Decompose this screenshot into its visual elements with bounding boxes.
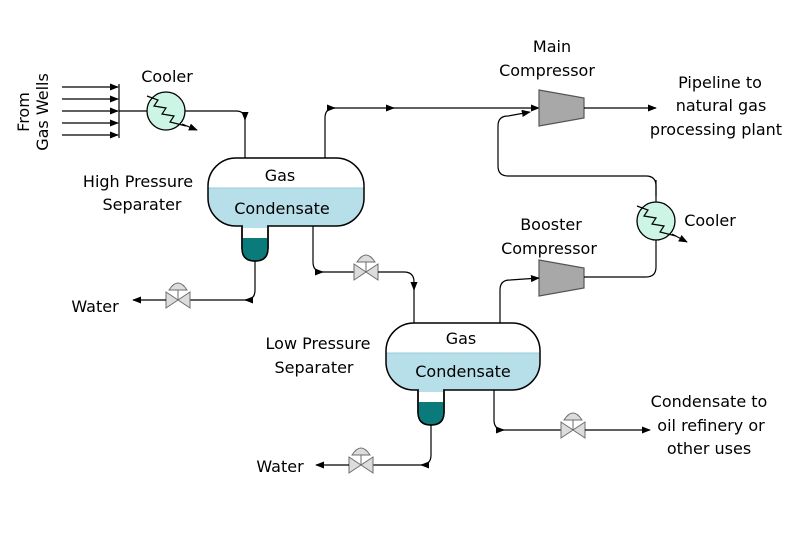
hp-separator-label-1: High Pressure	[83, 172, 193, 191]
hp-gas-outlet-line	[324, 104, 336, 158]
lp-water-label: Water	[256, 457, 304, 476]
cooler-right-label: Cooler	[684, 211, 736, 230]
cooler-to-hp-separator-line	[185, 110, 249, 121]
gas-well-inlet-lines	[62, 83, 147, 139]
svg-text:Gas Wells: Gas Wells	[33, 73, 52, 151]
hp-water-boot-fill	[242, 238, 268, 261]
main-compressor-label-1: Main	[533, 37, 571, 56]
control-valve-icon	[560, 412, 586, 439]
control-valve-icon	[348, 447, 374, 474]
svg-text:From: From	[14, 92, 33, 132]
lp-separator-label-1: Low Pressure	[266, 334, 371, 353]
pipeline-label-2: natural gas	[676, 96, 767, 115]
condensate-out-label-1: Condensate to	[651, 392, 768, 411]
low-pressure-separator: Gas Condensate	[385, 322, 541, 426]
lp-water-boot-fill	[418, 402, 444, 425]
cooler-top-label: Cooler	[141, 67, 193, 86]
booster-to-cooler-line	[584, 240, 657, 278]
compressor-icon	[538, 259, 585, 297]
hp-gas-label: Gas	[265, 166, 296, 185]
high-pressure-separator: Gas Condensate	[207, 157, 365, 262]
control-valve-icon	[353, 254, 379, 281]
lp-separator-label-2: Separater	[274, 358, 353, 377]
from-gas-wells-label: From Gas Wells	[14, 73, 52, 151]
hp-condensate-outlet-line	[312, 226, 324, 276]
condensate-out-label-2: oil refinery or	[657, 416, 765, 435]
hp-separator-label-2: Separater	[102, 195, 181, 214]
pipeline-label-1: Pipeline to	[678, 73, 762, 92]
lp-condensate-label: Condensate	[415, 362, 511, 381]
hp-water-outlet-line	[244, 261, 256, 304]
hp-condensate-label: Condensate	[234, 199, 330, 218]
pipeline-label-3: processing plant	[650, 120, 782, 139]
heat-exchanger-icon	[636, 201, 688, 243]
compressor-icon	[538, 89, 585, 127]
main-compressor-label-2: Compressor	[499, 61, 595, 80]
heat-exchanger-icon	[146, 91, 198, 131]
lp-condensate-fill	[386, 353, 540, 390]
lp-condensate-outlet-line	[493, 390, 505, 434]
lp-gas-to-booster-line	[499, 274, 540, 325]
control-valve-icon	[165, 282, 191, 309]
condensate-out-label-3: other uses	[667, 439, 751, 458]
lp-gas-label: Gas	[446, 329, 477, 348]
recycle-to-main-compressor-line	[497, 109, 657, 202]
lp-water-outlet-line	[420, 425, 432, 469]
booster-compressor-label-1: Booster	[520, 215, 582, 234]
hp-condensate-fill	[208, 188, 364, 226]
hp-water-label: Water	[71, 297, 119, 316]
booster-compressor-label-2: Compressor	[501, 239, 597, 258]
